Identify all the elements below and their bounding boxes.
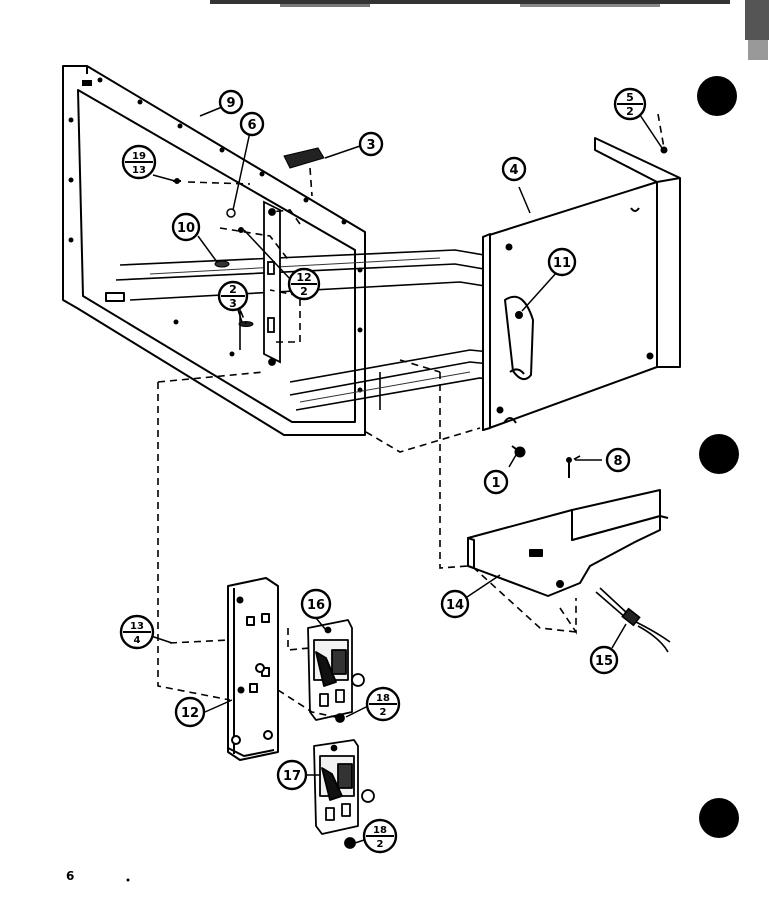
fraction-2-3-top: 2 (229, 283, 237, 296)
screws (511, 146, 668, 478)
fraction-19-13: 19 13 (121, 144, 157, 180)
fraction-18-2-lower-top: 18 (373, 825, 387, 836)
fraction-18-2-upper-bottom: 2 (380, 707, 387, 718)
callout-14: 14 (440, 589, 470, 619)
side-panel (482, 137, 681, 431)
fraction-5-2-bottom: 2 (626, 105, 634, 118)
fraction-13-4-top: 13 (130, 621, 144, 632)
callout-15: 15 (589, 645, 619, 675)
callout-4-label: 4 (509, 163, 518, 178)
center-bracket (263, 200, 281, 366)
callout-17-label: 17 (283, 769, 301, 784)
punch-hole-bottom (699, 798, 739, 838)
callout-11-label: 11 (553, 256, 571, 271)
fraction-12-2-top: 12 (296, 271, 311, 284)
punch-holes (697, 76, 739, 838)
bottom-bracket (467, 489, 669, 597)
fraction-18-2-upper-top: 18 (376, 693, 390, 704)
callout-6: 6 (239, 111, 265, 137)
callout-12: 12 (174, 696, 206, 728)
leader-lines (150, 106, 663, 844)
fraction-2-3: 2 3 (217, 280, 249, 312)
punch-hole-top (697, 76, 737, 116)
callout-10: 10 (171, 212, 201, 242)
small-parts (173, 147, 325, 327)
callout-3-label: 3 (366, 138, 375, 153)
callout-15-label: 15 (595, 654, 613, 669)
punch-hole-middle (699, 434, 739, 474)
callout-16-label: 16 (307, 598, 325, 613)
callout-17: 17 (276, 759, 308, 791)
callout-1-label: 1 (491, 476, 500, 491)
callout-12-label: 12 (181, 706, 199, 721)
speck (126, 878, 130, 882)
callout-9-label: 9 (226, 96, 235, 111)
callout-10-label: 10 (177, 221, 195, 236)
fraction-19-13-top: 19 (132, 151, 146, 162)
fraction-18-2-lower: 18 2 (362, 818, 398, 854)
control-plate (227, 577, 279, 761)
page-number: 6 (66, 869, 74, 883)
callout-6-label: 6 (247, 118, 256, 133)
front-frame (62, 65, 366, 436)
fraction-5-2-top: 5 (626, 91, 634, 104)
fraction-12-2: 12 2 (287, 267, 321, 301)
scan-noise (210, 0, 769, 60)
fraction-19-13-bottom: 13 (132, 165, 146, 176)
callout-11: 11 (547, 247, 577, 277)
switch-lower (313, 739, 375, 849)
callout-3: 3 (358, 131, 384, 157)
callout-9: 9 (218, 89, 244, 115)
callout-1: 1 (483, 469, 509, 495)
fraction-13-4: 13 4 (119, 614, 155, 650)
callout-14-label: 14 (446, 598, 464, 613)
switch-upper (307, 619, 365, 723)
fraction-18-2-lower-bottom: 2 (377, 839, 384, 850)
callout-4: 4 (501, 156, 527, 182)
fraction-2-3-bottom: 3 (229, 297, 237, 310)
callout-8-label: 8 (613, 454, 622, 469)
callout-8: 8 (605, 447, 631, 473)
fraction-13-4-bottom: 4 (134, 635, 141, 646)
fraction-18-2-upper: 18 2 (365, 686, 401, 722)
wire-harness (595, 587, 671, 653)
fraction-12-2-bottom: 2 (300, 285, 308, 298)
fraction-5-2: 5 2 (613, 87, 647, 121)
callout-16: 16 (300, 588, 332, 620)
